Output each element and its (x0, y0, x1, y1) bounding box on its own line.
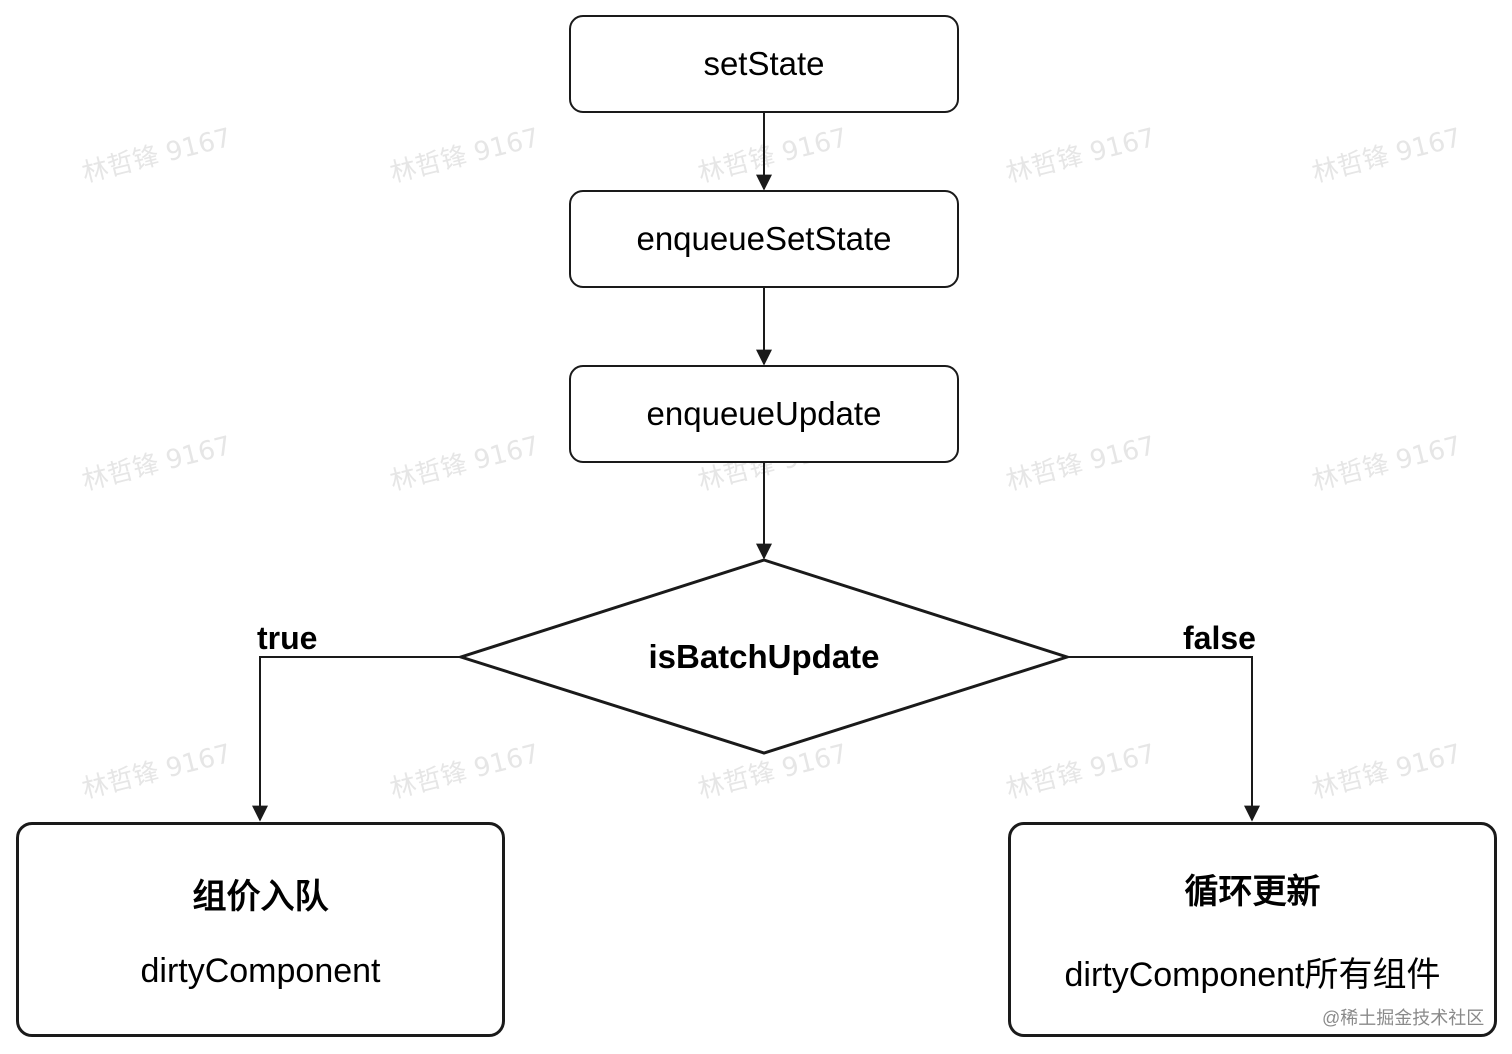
decision-label: isBatchUpdate (648, 638, 880, 675)
arrow-false-branch (1067, 656, 1260, 822)
decision-diamond (456, 558, 1072, 755)
source-credit: @稀土掘金技术社区 (1322, 1008, 1485, 1028)
node-enqueuesetstate-label: enqueueSetState (636, 220, 892, 257)
edge-label-true: true (257, 620, 318, 656)
edge-label-false: false (1183, 620, 1256, 656)
node-enqueue-component-subtitle: dirtyComponent (140, 951, 381, 990)
node-enqueuesetstate: enqueueSetState (569, 190, 959, 288)
node-enqueue-component: 组价入队 dirtyComponent (16, 822, 505, 1037)
node-enqueueupdate-label: enqueueUpdate (646, 395, 882, 432)
node-loop-update-subtitle: dirtyComponent所有组件 (1064, 955, 1441, 994)
node-enqueue-component-title: 组价入队 (192, 877, 329, 916)
node-setstate: setState (569, 15, 959, 113)
arrow-true-branch (252, 656, 461, 822)
node-enqueueupdate: enqueueUpdate (569, 365, 959, 463)
node-setstate-label: setState (703, 45, 825, 82)
node-loop-update: 循环更新 dirtyComponent所有组件 (1008, 822, 1497, 1037)
node-loop-update-title: 循环更新 (1184, 872, 1321, 911)
